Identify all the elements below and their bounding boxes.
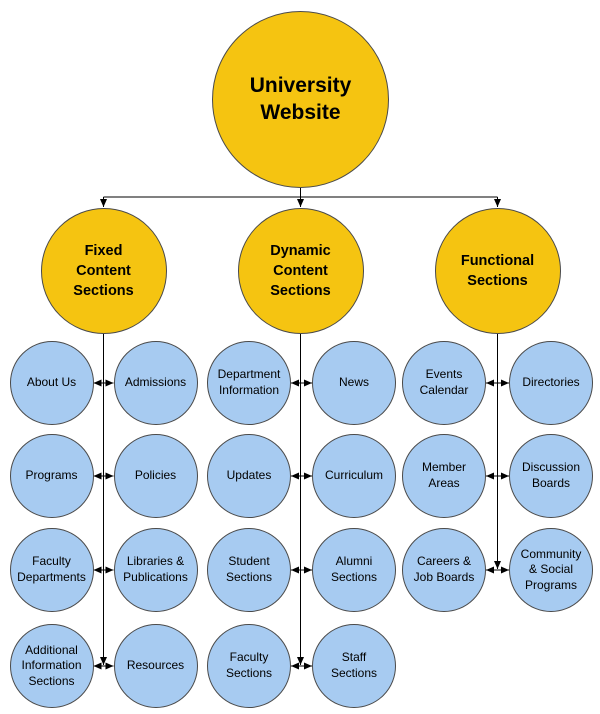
node-label: University Website [249,74,352,124]
node-label: Department Information [217,367,281,397]
node-admissions: Admissions [113,341,198,425]
node-label: Resources [126,658,185,673]
node-resources: Resources [113,624,198,708]
node-staff-sections: Staff Sections [312,624,396,708]
node-label: Fixed Content Sections [73,242,134,300]
node-label: Member Areas [421,460,466,490]
node-label: Community & Social Programs [520,546,582,592]
pair-double-arrows [93,379,509,670]
node-label: Updates [226,468,272,483]
node-member-areas: Member Areas [402,434,486,518]
node-careers-job-boards: Careers & Job Boards [402,528,486,612]
node-label: Dynamic Content Sections [270,242,331,300]
node-label: Faculty Departments [17,554,86,584]
node-updates: Updates [207,434,291,518]
node-additional-information-sections: Additional Information Sections [9,624,94,708]
node-label: Admissions [124,375,187,390]
node-label: News [338,375,369,390]
node-community-social-programs: Community & Social Programs [509,528,593,612]
node-label: Curriculum [324,468,383,483]
node-label: Additional Information Sections [21,642,82,688]
node-about-us: About Us [9,341,94,425]
node-libraries-publications: Libraries & Publications [113,528,198,612]
node-fixed-content-sections: Fixed Content Sections [40,208,167,334]
node-label: Faculty Sections [225,650,273,680]
node-label: Directories [522,375,580,390]
node-news: News [312,341,396,425]
node-label: Functional Sections [460,252,535,289]
node-events-calendar: Events Calendar [402,341,486,425]
node-alumni-sections: Alumni Sections [312,528,396,612]
node-label: Staff Sections [330,650,378,680]
node-label: Programs [25,468,78,483]
node-functional-sections: Functional Sections [434,208,561,334]
node-faculty-departments: Faculty Departments [9,528,94,612]
root-to-branches-connector [100,187,501,207]
node-programs: Programs [9,434,94,518]
node-faculty-sections: Faculty Sections [207,624,291,708]
node-label: Events Calendar [419,367,469,397]
node-label: Student Sections [225,554,273,584]
node-dynamic-content-sections: Dynamic Content Sections [237,208,364,334]
node-discussion-boards: Discussion Boards [509,434,593,518]
node-curriculum: Curriculum [312,434,396,518]
node-label: Policies [134,468,177,483]
node-student-sections: Student Sections [207,528,291,612]
node-label: Libraries & Publications [123,554,188,584]
node-label: About Us [26,375,77,390]
node-policies: Policies [113,434,198,518]
node-department-information: Department Information [207,341,291,425]
node-directories: Directories [509,341,593,425]
branch-trunk-lines [100,334,501,665]
node-label: Alumni Sections [330,554,378,584]
node-label: Discussion Boards [521,460,581,490]
node-university-website: University Website [212,11,389,188]
node-label: Careers & Job Boards [413,554,475,584]
